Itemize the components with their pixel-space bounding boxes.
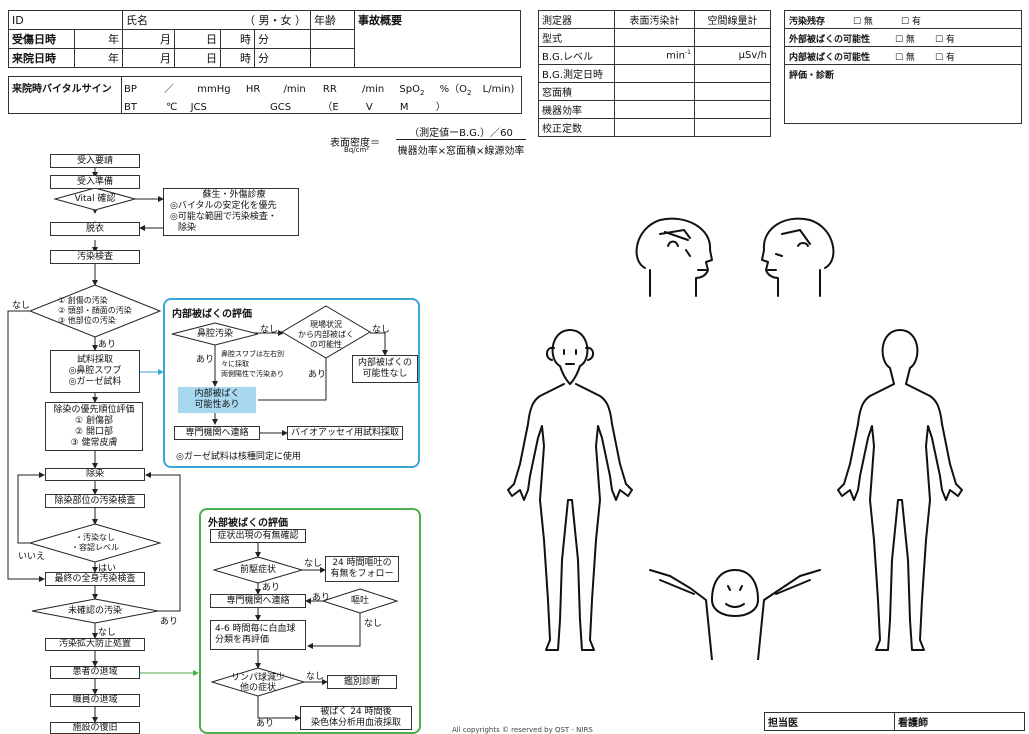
flow-accept-request-box: 受入要請	[50, 154, 140, 168]
wbc-2: 分類を再評価	[215, 635, 269, 646]
internal-title: 内部被ばくの評価	[172, 305, 252, 320]
contam-item-1: ① 創傷の汚染	[58, 296, 142, 306]
blood-sampling: 被ばく 24 時間後 染色体分析用血液採取	[300, 706, 412, 730]
resus-line-3: 除染	[170, 223, 196, 234]
unchecked-nashi-label: なし	[98, 625, 116, 638]
vomit-ari: あり	[312, 590, 330, 603]
flow-staff-exit: 職員の退域	[50, 694, 140, 707]
decon-cond-2: ・容認レベル	[55, 543, 135, 553]
blood-2: 染色体分析用血液採取	[311, 718, 401, 729]
flow-contam-check: 汚染検査	[50, 250, 140, 264]
external-title: 外部被ばくの評価	[208, 514, 288, 529]
lymph-nashi: なし	[306, 669, 324, 682]
internal-possible-2: 可能性あり	[194, 400, 239, 411]
situation-line-2: から内部被ばく	[290, 330, 362, 340]
flow-decon-check: 除染部位の汚染検査	[45, 494, 145, 508]
body-back-icon	[838, 330, 962, 650]
situation-line-3: の可能性	[290, 340, 362, 350]
flow-unchecked-contam: 未確認の汚染	[50, 606, 140, 616]
unchecked-ari-label: あり	[160, 614, 178, 627]
copyright: All copyrights © reserved by QST - NIRS	[452, 726, 593, 734]
flow-final-check: 最終の全身汚染検査	[45, 572, 145, 586]
decon-cond-1: ・汚染なし	[55, 533, 135, 543]
situation-line-1: 現場状況	[290, 320, 362, 330]
differential-diagnosis: 鑑別診断	[327, 675, 397, 689]
body-front-icon	[508, 330, 632, 650]
flow-restore: 施設の復旧	[50, 722, 140, 734]
situation-text: 現場状況 から内部被ばく の可能性	[290, 320, 362, 350]
swab-note-1: 鼻腔スワブは左右別	[221, 349, 284, 359]
external-contact: 専門機関へ連絡	[210, 594, 306, 608]
swab-note-2: 々に採取	[221, 359, 284, 369]
flow-undress: 脱衣	[50, 222, 140, 236]
internal-none-box: 内部被ばくの 可能性なし	[352, 355, 418, 383]
prodrome-ari: あり	[262, 580, 280, 593]
contam-diamond-text: ① 創傷の汚染 ② 頭部・顔面の汚染 ③ 他部位の汚染	[50, 296, 142, 326]
swab-note: 鼻腔スワブは左右別 々に採取 両側陽性で汚染あり	[221, 349, 284, 379]
wbc-1: 4-6 時間毎に白血球	[215, 624, 296, 635]
flow-sampling: 試料採取 ◎鼻腔スワブ ◎ガーゼ試料	[50, 350, 140, 393]
resus-line-1: ◎バイタルの安定化を優先	[170, 201, 277, 212]
nurse-label: 看護師	[898, 718, 928, 729]
flow-decon: 除染	[45, 468, 145, 481]
flow-vital-check: Vital 確認	[55, 194, 135, 204]
situation-ari: あり	[308, 367, 326, 380]
sampling-gauze: ◎ガーゼ試料	[69, 377, 122, 388]
swab-note-3: 両側陽性で汚染あり	[221, 369, 284, 379]
vomit-text: 嘔吐	[330, 596, 390, 606]
flow-decon-priority: 除染の優先順位評価 ① 創傷部 ② 開口部 ③ 健常皮膚	[45, 402, 143, 451]
priority-3: ③ 健常皮膚	[71, 438, 118, 449]
resus-line-2: ◎可能な範囲で汚染検査・	[170, 212, 277, 223]
doctor-label: 担当医	[768, 718, 798, 729]
vomit-follow: 24 時間嘔吐の 有無をフォロー	[325, 556, 399, 582]
contam-item-3: ③ 他部位の汚染	[58, 316, 142, 326]
internal-possible-1: 内部被ばく	[194, 389, 239, 400]
blood-1: 被ばく 24 時間後	[320, 707, 391, 718]
flow-spread-prevent: 汚染拡大防止処置	[45, 638, 145, 651]
bioassay-box: バイオアッセイ用試料採取	[287, 426, 403, 440]
contam-item-2: ② 頭部・顔面の汚染	[58, 306, 142, 316]
resus-title: 蘇生・外傷診療	[202, 190, 265, 201]
priority-1: ① 創傷部	[75, 416, 113, 427]
head-side-left-icon	[762, 219, 833, 296]
nasal-nashi: なし	[260, 322, 278, 335]
internal-none-1: 内部被ばくの	[358, 358, 412, 369]
body-top-icon	[650, 570, 820, 660]
decon-diamond-text: ・汚染なし ・容認レベル	[55, 533, 135, 553]
vomit-nashi: なし	[364, 616, 382, 629]
lymph-1: リンパ球減少	[222, 673, 294, 683]
sampling-title: 試料採取	[77, 355, 113, 366]
prodrome-nashi: なし	[304, 556, 322, 569]
internal-possible-box: 内部被ばく 可能性あり	[178, 387, 256, 413]
signature-table: 担当医 看護師	[764, 712, 1025, 731]
iie-label: いいえ	[18, 549, 45, 562]
nasal-contam: 鼻腔汚染	[180, 329, 250, 339]
gauze-note: ◎ガーゼ試料は核種同定に使用	[176, 449, 301, 462]
internal-contact: 専門機関へ連絡	[174, 426, 260, 440]
lymph-ari: あり	[256, 716, 274, 729]
priority-title: 除染の優先順位評価	[53, 405, 134, 416]
contam-nashi-label: なし	[12, 298, 30, 311]
situation-nashi: なし	[372, 322, 390, 335]
follow-2: 有無をフォロー	[330, 569, 393, 580]
lymph-text: リンパ球減少 他の症状	[222, 673, 294, 693]
flow-resuscitation: 蘇生・外傷診療 ◎バイタルの安定化を優先 ◎可能な範囲で汚染検査・ 除染	[163, 188, 299, 236]
flow-accept-prep: 受入準備	[50, 175, 140, 189]
flow-patient-exit: 患者の退域	[50, 666, 140, 679]
sampling-nasal: ◎鼻腔スワブ	[69, 366, 122, 377]
body-diagrams[interactable]	[500, 200, 1029, 660]
contam-ari-label: あり	[98, 337, 116, 350]
doctor-cell[interactable]: 担当医	[765, 713, 895, 731]
wbc-recheck: 4-6 時間毎に白血球 分類を再評価	[210, 620, 306, 650]
follow-1: 24 時間嘔吐の	[332, 558, 391, 569]
priority-2: ② 開口部	[75, 427, 113, 438]
internal-none-2: 可能性なし	[362, 369, 407, 380]
nurse-cell[interactable]: 看護師	[895, 713, 1025, 731]
nasal-ari: あり	[196, 352, 214, 365]
head-side-right-icon	[637, 219, 712, 296]
symptom-check: 症状出現の有無確認	[210, 529, 306, 543]
lymph-2: 他の症状	[222, 683, 294, 693]
prodrome-text: 前駆症状	[218, 565, 298, 575]
